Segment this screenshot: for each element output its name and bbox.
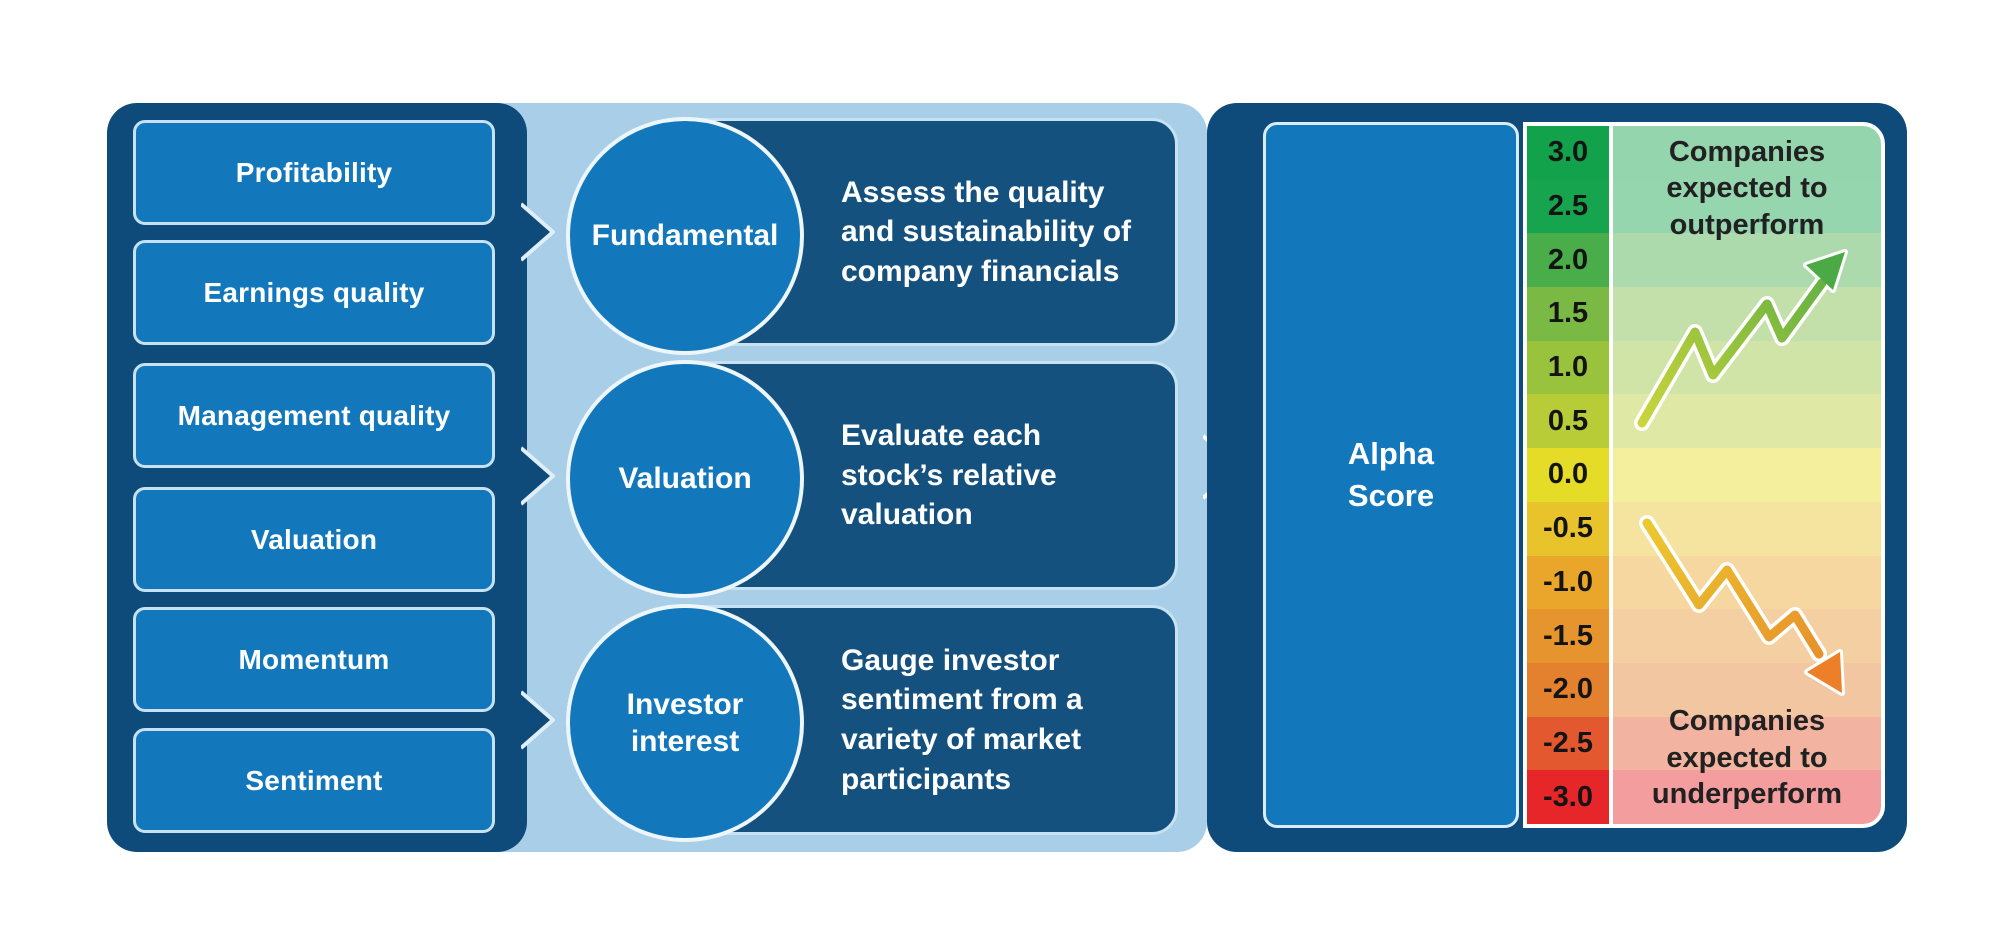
description-text: Gauge investor sentiment from a variety … [841, 643, 1083, 796]
factor-box-valuation: Valuation [133, 487, 495, 592]
alpha-score-box: Alpha Score [1263, 122, 1519, 828]
factor-box-earnings-quality: Earnings quality [133, 240, 495, 345]
factor-box-profitability: Profitability [133, 120, 495, 225]
alpha-band-column: Companies expected to outperform Compani… [1613, 126, 1881, 824]
alpha-scale-cell: -2.5 [1527, 716, 1609, 771]
alpha-scale-cell: 2.5 [1527, 179, 1609, 234]
alpha-scale-cell: -2.0 [1527, 662, 1609, 717]
alpha-band [1613, 179, 1881, 234]
downtrend-arrow-icon [1639, 515, 1845, 696]
alpha-scale-cell: -1.5 [1527, 609, 1609, 663]
factor-box-management-quality: Management quality [133, 363, 495, 468]
scale-divider [1609, 126, 1613, 824]
underperform-label: Companies expected to underperform [1651, 705, 1843, 810]
circle-fundamental: Fundamental [566, 117, 804, 355]
chevron-right-icon [521, 202, 555, 262]
factor-box-sentiment: Sentiment [133, 728, 495, 833]
alpha-band [1613, 448, 1881, 502]
alpha-scale-cell: 1.0 [1527, 340, 1609, 395]
alpha-scale-cell: 1.5 [1527, 287, 1609, 341]
circle-investor-interest: Investor interest [566, 604, 804, 842]
description-text: Evaluate each stock’s relative valuation [841, 419, 1057, 532]
alpha-scale-cell: -0.5 [1527, 501, 1609, 556]
alpha-band [1613, 716, 1881, 771]
alpha-scale-cell: 0.0 [1527, 448, 1609, 502]
alpha-scale-cell: 0.5 [1527, 394, 1609, 449]
alpha-scale-cell: 3.0 [1527, 126, 1609, 180]
trend-arrows [1634, 249, 1848, 696]
alpha-band [1613, 126, 1881, 180]
description-text: Assess the quality and sustainability of… [841, 175, 1132, 288]
chevron-right-icon [521, 690, 555, 750]
uptrend-arrow-icon [1634, 249, 1848, 431]
alpha-scale-cell: -1.0 [1527, 555, 1609, 610]
circle-valuation: Valuation [566, 360, 804, 598]
left-factors-panel [107, 103, 527, 852]
alpha-scale-cell: 2.0 [1527, 233, 1609, 288]
factor-box-momentum: Momentum [133, 607, 495, 712]
alpha-band [1613, 770, 1881, 824]
alpha-scale-cell: -3.0 [1527, 770, 1609, 824]
outperform-label: Companies expected to outperform [1666, 136, 1828, 241]
chevron-right-icon [521, 446, 555, 506]
